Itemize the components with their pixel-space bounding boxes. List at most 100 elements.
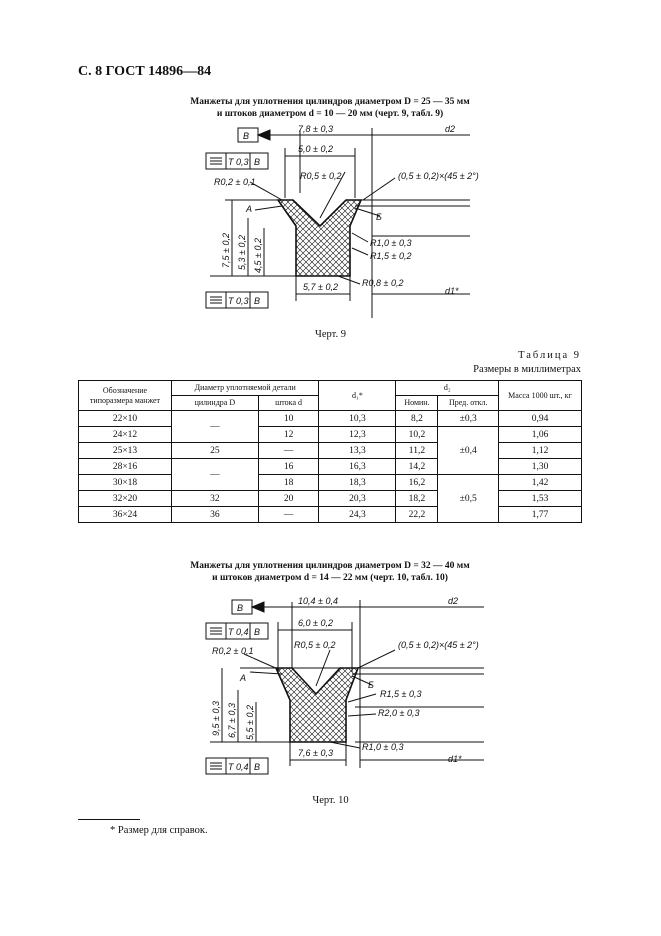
th-cylinder: цилиндра D [171,395,259,411]
page-header: С. 8 ГОСТ 14896—84 [78,64,212,79]
h-mid: 5,3 ± 0,2 [237,235,247,270]
table-row: 22×10 — 10 10,3 8,2 ±0,3 0,94 [78,410,582,443]
r1: R1,0 ± 0,3 [370,238,411,248]
tol-top-datum: B [254,157,260,167]
drawing-fig10: B 10,4 ± 0,4 6,0 ± 0,2 Т 0,4 B R0,5 ± 0,… [205,596,484,775]
tol-box-bottom [205,291,269,309]
datum-arrow [250,601,265,613]
cell-tolerance: ±0,3 [437,410,499,427]
datum-label: B [237,603,243,613]
r2: R2,0 ± 0,3 [378,708,419,718]
chamfer: (0,5 ± 0,2)×(45 ± 2°) [398,640,479,650]
h-total: 7,5 ± 0,2 [221,233,231,268]
table-row: 24×12 12 12,3 10,2 ±0,4 1,06 [78,426,582,475]
label-b: Б [376,212,382,222]
cell-d1: 10,3 [318,410,397,427]
seal-profile [276,199,363,277]
r2: R1,5 ± 0,2 [370,251,411,261]
h-total: 9,5 ± 0,3 [211,701,221,736]
table-row: 30×18 18 18,3 16,2 ±0,5 1,42 [78,474,582,523]
table9-units: Размеры в миллиметрах [473,364,581,375]
th-mass: Масса 1000 шт., кг [498,380,582,411]
drawing-fig9: B 7,8 ± 0,3 5,0 ± 0,2 Т 0,3 B R0,5 ± 0,2… [205,124,479,318]
tol-bottom-text: Т 0,3 [228,296,249,306]
table-row: 25×13 25 — 13,3 11,2 1,12 [78,442,582,459]
r-outer: R0,2 ± 0,1 [212,646,253,656]
th-d1: d₁* [318,380,397,411]
cell-rod: 12 [257,426,320,443]
cell-rod: 16 [257,458,320,475]
cell-d1: 24,3 [318,506,397,523]
d2-label: d2 [445,124,455,134]
th-tolerance: Пред. откл. [437,395,499,411]
cell-d1: 13,3 [318,442,397,459]
cell-d1: 18,3 [318,474,397,491]
cell-tolerance: ±0,5 [437,474,499,523]
table9: Обозначение типоразмера манжет Диаметр у… [78,380,582,523]
chamfer: (0,5 ± 0,2)×(45 ± 2°) [398,171,479,181]
label-a: A [245,204,252,214]
section2-caption-line1: Манжеты для уплотнения цилиндров диаметр… [190,561,470,571]
table-row: 36×24 36 — 24,3 22,2 1,77 [78,506,582,523]
dim-bottom-width: 7,6 ± 0,3 [298,748,333,758]
cell-rod: 10 [257,410,320,427]
cell-mass: 1,42 [498,474,582,491]
cell-d1: 12,3 [318,426,397,443]
footnote: * Размер для справок. [110,825,208,836]
cell-mass: 1,77 [498,506,582,523]
h-base: 5,5 ± 0,2 [245,705,255,740]
seal-profile [274,667,360,743]
dim-lip-width: 5,0 ± 0,2 [298,144,333,154]
r1: R1,5 ± 0,3 [380,689,421,699]
tol-top-text: Т 0,3 [228,157,249,167]
tol-top-datum: B [254,627,260,637]
cell-nominal: 18,2 [395,490,439,507]
tol-bottom-datum: B [254,296,260,306]
cell-mass: 0,94 [498,410,582,427]
section1-caption-line2: и штоков диаметром d = 10 — 20 мм (черт.… [216,109,444,119]
dim-top-width: 7,8 ± 0,3 [298,124,333,134]
cell-rod: — [257,442,320,459]
r-groove: R0,5 ± 0,2 [300,171,341,181]
cell-rod: — [257,506,320,523]
dim-lip-width: 6,0 ± 0,2 [298,618,333,628]
cell-nominal: 14,2 [395,458,439,475]
r-outer: R0,2 ± 0,1 [214,177,255,187]
section2-caption: Манжеты для уплотнения цилиндров диаметр… [100,560,560,584]
datum-label: B [243,131,249,141]
th-d2: d₂ [395,380,499,396]
cell-designation: 25×13 [78,442,172,459]
cell-mass: 1,30 [498,458,582,475]
th-sealed-diameter: Диаметр уплотняемой детали [170,380,320,396]
cell-designation: 22×10 [78,410,172,427]
cell-cylinder: 25 [171,442,259,459]
tol-box-top [205,152,269,170]
tol-box-bottom [205,757,269,775]
cell-nominal: 8,2 [395,410,439,427]
d2-label: d2 [448,596,458,606]
label-a: A [239,673,246,683]
figure9-caption: Черт. 9 [315,329,346,340]
cell-cylinder: — [171,410,259,443]
cell-d1: 20,3 [318,490,397,507]
section1-caption-line1: Манжеты для уплотнения цилиндров диаметр… [190,97,470,107]
table-row: 28×16 — 16 16,3 14,2 1,30 [78,458,582,491]
table9-title: Таблица 9 [518,350,581,361]
tol-box-top [205,622,269,640]
dim-bottom-width: 5,7 ± 0,2 [303,282,338,292]
tol-bottom-text: Т 0,4 [228,762,249,772]
tol-bottom-datum: B [254,762,260,772]
th-nominal: Номин. [395,395,439,411]
cell-designation: 24×12 [78,426,172,443]
cell-cylinder: — [171,458,259,491]
cell-designation: 30×18 [78,474,172,491]
cell-mass: 1,53 [498,490,582,507]
section2-caption-line2: и штоков диаметром d = 14 — 22 мм (черт.… [212,573,448,583]
figure10-caption: Черт. 10 [312,795,349,806]
cell-rod: 20 [257,490,320,507]
th-rod: штока d [257,395,320,411]
cell-d1: 16,3 [318,458,397,475]
cell-nominal: 16,2 [395,474,439,491]
cell-designation: 36×24 [78,506,172,523]
datum-arrow [256,129,271,141]
